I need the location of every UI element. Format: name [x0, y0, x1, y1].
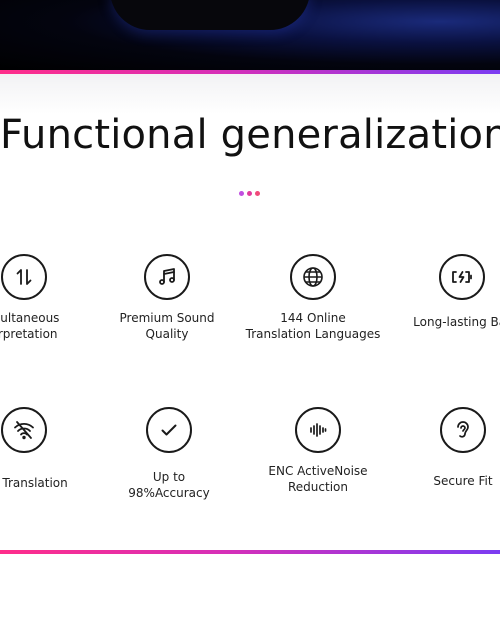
feature-label: Reduction — [288, 480, 348, 494]
feature-translation-languages: 144 Online Translation Languages — [233, 254, 393, 342]
feature-label: 98%Accuracy — [128, 486, 210, 500]
feature-label: Quality — [145, 327, 189, 341]
top-accent-line — [0, 70, 500, 74]
music-note-icon — [144, 254, 190, 300]
feature-label: Secure Fit — [433, 474, 493, 488]
arrows-up-down-icon — [1, 254, 47, 300]
dot — [255, 191, 260, 196]
feature-label: Translation Languages — [245, 327, 381, 341]
feature-premium-sound: Premium Sound Quality — [87, 254, 247, 342]
dot — [247, 191, 252, 196]
feature-label: ine Translation — [0, 476, 68, 490]
feature-label: Premium Sound — [119, 311, 215, 325]
dot — [239, 191, 244, 196]
wifi-off-icon — [1, 407, 47, 453]
feature-label: 144 Online — [280, 311, 346, 325]
device-photo — [110, 0, 310, 30]
feature-secure-fit: Secure Fit — [383, 407, 500, 489]
sound-wave-icon — [295, 407, 341, 453]
section-title: Functional generalization — [0, 112, 500, 158]
feature-offline-translation: ine Translation — [0, 407, 104, 491]
feature-simultaneous-interpretation: multaneous erpretation — [0, 254, 104, 342]
feature-long-lasting-battery: Long-lasting Bat — [382, 254, 500, 330]
product-photo-band — [0, 0, 500, 72]
globe-icon — [290, 254, 336, 300]
bottom-accent-line — [0, 550, 500, 554]
feature-label: ENC ActiveNoise — [268, 464, 368, 478]
battery-charging-icon — [439, 254, 485, 300]
feature-accuracy: Up to 98%Accuracy — [89, 407, 249, 501]
feature-noise-reduction: ENC ActiveNoise Reduction — [238, 407, 398, 495]
feature-label: Long-lasting Bat — [413, 315, 500, 329]
feature-label: multaneous — [0, 311, 60, 325]
feature-label: Up to — [152, 470, 186, 484]
ear-icon — [440, 407, 486, 453]
checkmark-icon — [146, 407, 192, 453]
shadow-band — [0, 74, 500, 114]
feature-label: erpretation — [0, 327, 58, 341]
decorative-dots — [239, 191, 260, 196]
